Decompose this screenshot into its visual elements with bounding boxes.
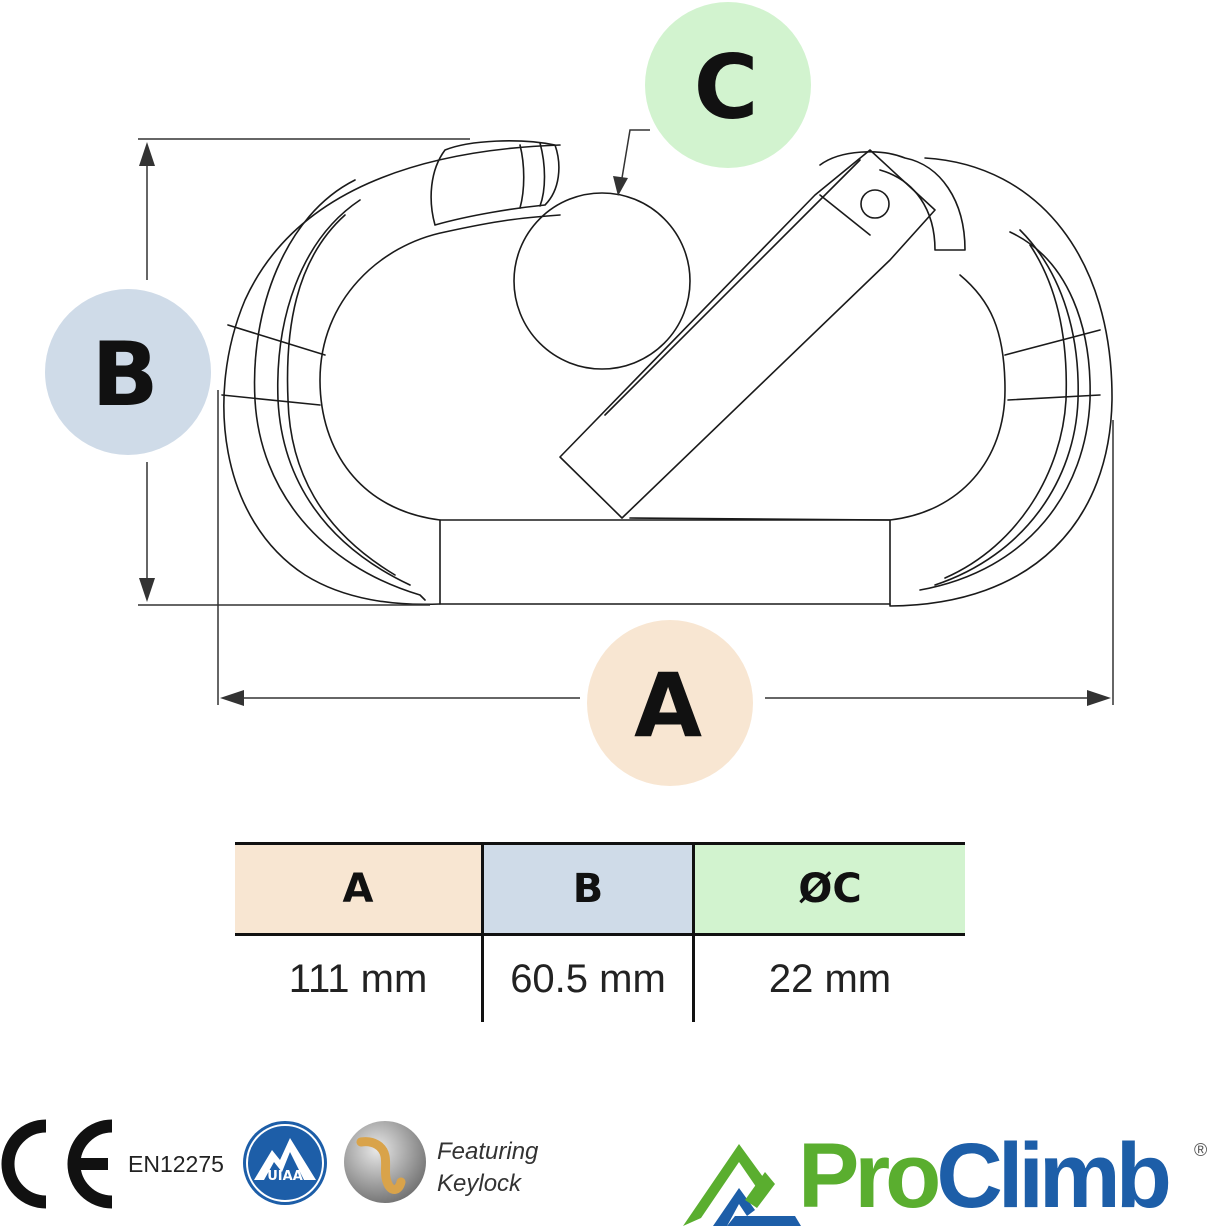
spine-bar	[439, 519, 891, 605]
header-b: B	[481, 842, 694, 936]
brand-name-pro: Pro	[798, 1125, 941, 1227]
header-c: ØC	[692, 842, 965, 936]
label-circle-c	[645, 2, 811, 168]
value-c: 22 mm	[692, 934, 965, 1022]
ce-mark-icon	[1, 1119, 113, 1209]
gate-hinge	[819, 151, 966, 251]
feature-line-1: Featuring	[437, 1138, 539, 1165]
brand-name-climb: Climb	[936, 1125, 1172, 1227]
feature-text: Featuring Keylock	[437, 1136, 538, 1200]
uiaa-badge-icon: UIAA	[243, 1121, 327, 1205]
gate-rivet	[860, 189, 890, 219]
registered-mark: ®	[1194, 1140, 1208, 1160]
svg-text:UIAA: UIAA	[267, 1169, 303, 1184]
label-b: B	[91, 323, 158, 426]
gate-nose	[430, 140, 560, 226]
value-a: 111 mm	[288, 956, 428, 1001]
header-a: A	[235, 842, 483, 936]
feature-line-2: Keylock	[437, 1170, 522, 1197]
label-circle-a	[587, 620, 753, 786]
standard-label: EN12275	[128, 1151, 224, 1177]
brand-name: ProClimb	[798, 1124, 1172, 1228]
gate-bar	[559, 149, 936, 519]
dimension-table: A B ØC 111 mm 60.5 mm 22 mm	[235, 842, 965, 1022]
carabiner-outer-outline	[223, 144, 1113, 607]
right-hook	[919, 231, 1091, 591]
carabiner-inner-outline	[319, 214, 1006, 521]
label-a: A	[634, 654, 702, 757]
keylock-pin	[513, 192, 691, 370]
carabiner-diagram: B C A	[45, 2, 1114, 786]
keylock-icon	[344, 1121, 426, 1203]
left-hook	[253, 179, 426, 601]
proclimb-logo-icon	[683, 1144, 801, 1226]
label-circle-b	[45, 289, 211, 455]
value-b: 60.5 mm	[481, 934, 694, 1022]
label-c: C	[694, 36, 759, 139]
